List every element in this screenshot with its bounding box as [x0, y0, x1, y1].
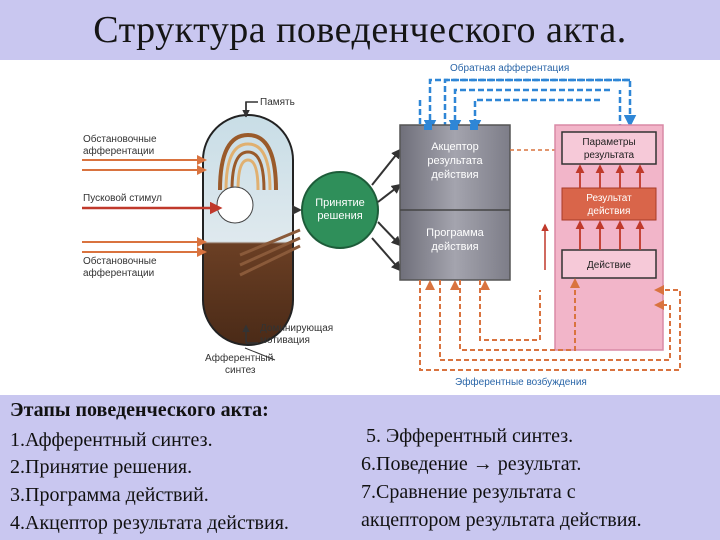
stage-item: 2.Принятие решения.	[10, 456, 193, 478]
memory-input: Память	[242, 97, 295, 118]
decision-label-1: Принятие	[315, 197, 365, 209]
behavior-act-diagram: Обратная афферентация Обстановочные аффе…	[82, 62, 681, 388]
afferent-synthesis-label: Афферентный синтез	[205, 347, 276, 376]
motivation-label-1: Доминирующая	[260, 323, 333, 334]
situational-bottom-label-1: Обстановочные	[83, 255, 157, 267]
stages-heading: Этапы поведенческого акта:	[10, 399, 269, 421]
stage-item: 3.Программа действий.	[10, 484, 209, 506]
decision-label-2: решения	[317, 210, 362, 222]
efferent-label: Эфферентные возбуждения	[455, 376, 587, 388]
stage-item: 4.Акцептор результата действия.	[10, 512, 289, 534]
afferent-synthesis-capsule	[202, 114, 301, 346]
result-panel: Параметры результата Результат действия …	[554, 124, 664, 351]
stages-panel: Этапы поведенческого акта: 1.Афферентный…	[0, 395, 720, 540]
acceptor-label-2: результата	[427, 155, 483, 167]
feedback-loop: Обратная афферентация	[413, 62, 637, 155]
title-bar: Структура поведенческого акта.	[0, 0, 720, 60]
stage-item: 1.Афферентный синтез.	[10, 429, 213, 451]
result-box	[561, 187, 657, 221]
program-label-1: Программа	[426, 227, 485, 239]
afferent-synthesis-label-2: синтез	[225, 365, 256, 376]
stage-item: 6.Поведение → результат.	[361, 453, 582, 475]
stage-item: 7.Сравнение результата с	[361, 481, 576, 503]
acceptor-to-result-arrows	[510, 149, 555, 270]
afferent-synthesis-label-1: Афферентный	[205, 352, 273, 364]
action-label: Действие	[587, 260, 631, 271]
efferent-loop: Эфферентные возбуждения	[419, 278, 681, 388]
result-label-2: действия	[588, 206, 631, 217]
trigger-label: Пусковой стимул	[83, 193, 162, 204]
situational-bottom-label-2: афферентации	[83, 267, 154, 279]
decision-node: Принятие решения	[301, 171, 379, 249]
stage-item: акцептором результата действия.	[361, 509, 642, 531]
params-label-2: результата	[584, 150, 635, 161]
stage-item: 5. Эфферентный синтез.	[366, 425, 574, 447]
acceptor-label-1: Акцептор	[431, 141, 479, 153]
feedback-label: Обратная афферентация	[450, 62, 569, 74]
memory-label: Память	[260, 97, 295, 108]
action-box	[561, 249, 657, 279]
situational-top-label-1: Обстановочные	[83, 133, 157, 145]
trigger-input: Пусковой стимул	[82, 193, 223, 215]
situational-top-label-2: афферентации	[83, 145, 154, 157]
situational-bottom-input: Обстановочные афферентации	[82, 237, 207, 279]
acceptor-program-block: Акцептор результата действия Программа д…	[399, 124, 511, 281]
result-label-1: Результат	[586, 193, 632, 204]
situational-top-input: Обстановочные афферентации	[82, 133, 207, 175]
program-label-2: действия	[431, 241, 478, 253]
acceptor-label-3: действия	[431, 169, 478, 181]
slide-title: Структура поведенческого акта.	[93, 9, 627, 51]
motivation-label-2: мотивация	[260, 335, 310, 346]
params-box	[561, 131, 657, 165]
decision-to-acceptor-arrows	[371, 148, 402, 272]
params-label-1: Параметры	[582, 137, 635, 148]
motivation-input: Доминирующая мотивация	[242, 323, 333, 346]
